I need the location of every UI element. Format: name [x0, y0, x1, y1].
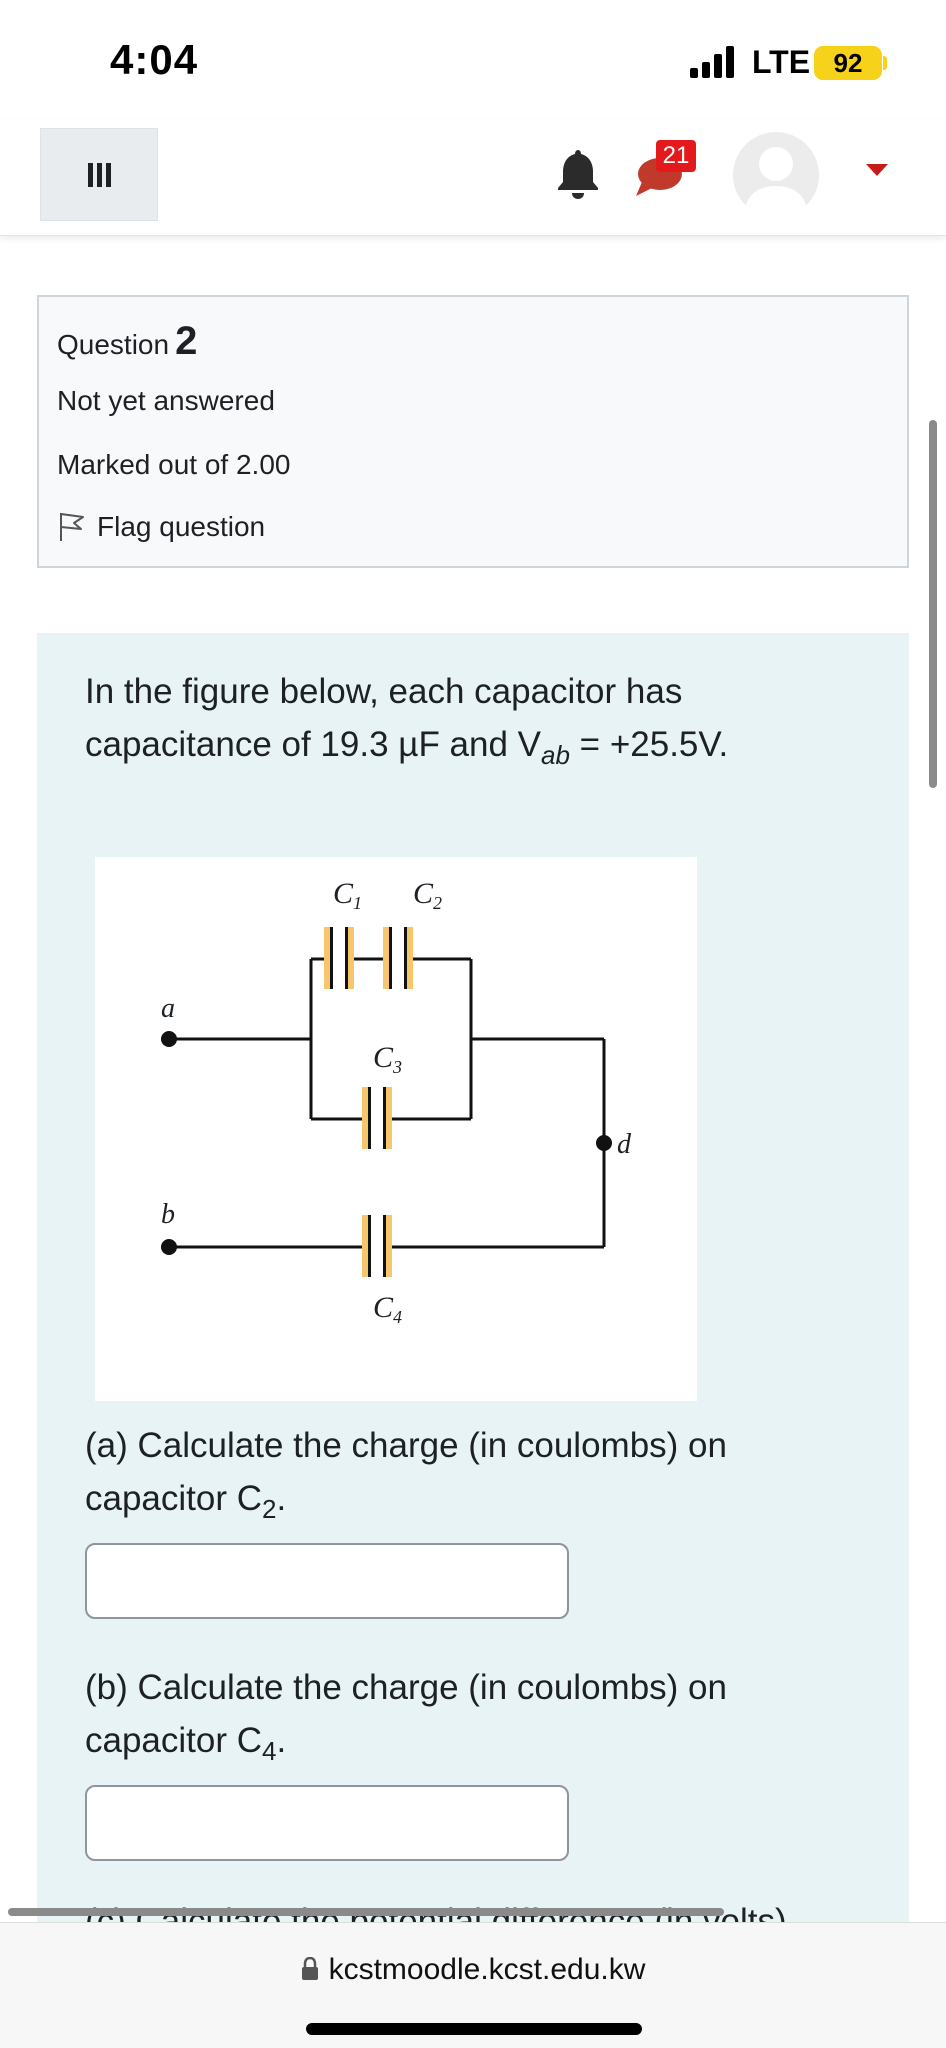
caret-down-icon[interactable]: [866, 164, 888, 176]
battery-level: 92: [814, 46, 882, 80]
network-type: LTE: [752, 44, 811, 80]
intro-text: In the figure below, each capacitor has …: [85, 672, 683, 764]
part-b-text: (b) Calculate the charge (in coulombs) o…: [85, 1668, 727, 1760]
label-d: d: [617, 1129, 632, 1160]
label-c2: C2: [413, 877, 442, 913]
bell-icon[interactable]: [554, 148, 602, 200]
question-grade: Marked out of 2.00: [57, 449, 291, 480]
terminal-a: [161, 1031, 177, 1047]
capacitor-c4: [362, 1215, 392, 1277]
capacitor-c2: [383, 927, 413, 989]
hamburger-icon: [88, 163, 111, 187]
circuit-figure: C1 C2 C3 C4 a b d: [95, 857, 697, 1401]
answer-a-input[interactable]: [85, 1543, 569, 1619]
status-time: 4:04: [110, 36, 199, 83]
label-c1: C1: [333, 877, 362, 913]
part-b-end: .: [276, 1721, 287, 1760]
intro-text-end: = +25.5V.: [569, 725, 729, 764]
vertical-scrollbar[interactable]: [929, 420, 937, 788]
top-navbar: 21: [0, 120, 946, 236]
status-bar: 4:04 LTE 92: [0, 0, 946, 120]
messages-count-badge: 21: [656, 140, 696, 172]
part-a-subscript: 2: [262, 1494, 277, 1524]
intro-subscript: ab: [541, 740, 570, 770]
capacitor-c3: [362, 1087, 392, 1149]
part-b-subscript: 4: [262, 1736, 277, 1766]
flag-question-link[interactable]: Flag question: [57, 511, 265, 543]
avatar-icon[interactable]: [733, 132, 819, 218]
url-display[interactable]: kcstmoodle.kcst.edu.kw: [0, 1953, 946, 1987]
part-b-prompt: (b) Calculate the charge (in coulombs) o…: [85, 1661, 845, 1778]
terminal-d: [596, 1135, 612, 1151]
label-b: b: [161, 1199, 175, 1230]
answer-b-input[interactable]: [85, 1785, 569, 1861]
signal-strength-icon: [690, 46, 734, 78]
question-label: Question: [57, 329, 170, 360]
part-a-end: .: [276, 1479, 287, 1518]
browser-address-bar[interactable]: kcstmoodle.kcst.edu.kw: [0, 1922, 946, 2048]
label-a: a: [161, 993, 175, 1024]
question-state: Not yet answered: [57, 385, 275, 416]
lock-icon: [301, 1957, 318, 1980]
terminal-b: [161, 1239, 177, 1255]
circuit-diagram: C1 C2 C3 C4 a b d: [161, 877, 632, 1327]
menu-button[interactable]: [40, 128, 158, 221]
battery-tip: [883, 56, 887, 70]
part-a-text: (a) Calculate the charge (in coulombs) o…: [85, 1426, 727, 1518]
question-number: 2: [175, 319, 198, 363]
horizontal-scrollbar[interactable]: [8, 1908, 724, 1916]
label-c3: C3: [373, 1041, 402, 1077]
part-a-prompt: (a) Calculate the charge (in coulombs) o…: [85, 1419, 845, 1536]
flag-icon: [60, 513, 84, 541]
question-content: In the figure below, each capacitor has …: [37, 633, 909, 1941]
url-text: kcstmoodle.kcst.edu.kw: [328, 1953, 646, 1986]
flag-question-label: Flag question: [97, 511, 266, 542]
home-indicator: [306, 2023, 642, 2035]
user-silhouette-icon: [743, 147, 809, 218]
capacitor-c1: [324, 927, 354, 989]
label-c4: C4: [373, 1291, 402, 1327]
question-intro: In the figure below, each capacitor has …: [85, 665, 825, 782]
